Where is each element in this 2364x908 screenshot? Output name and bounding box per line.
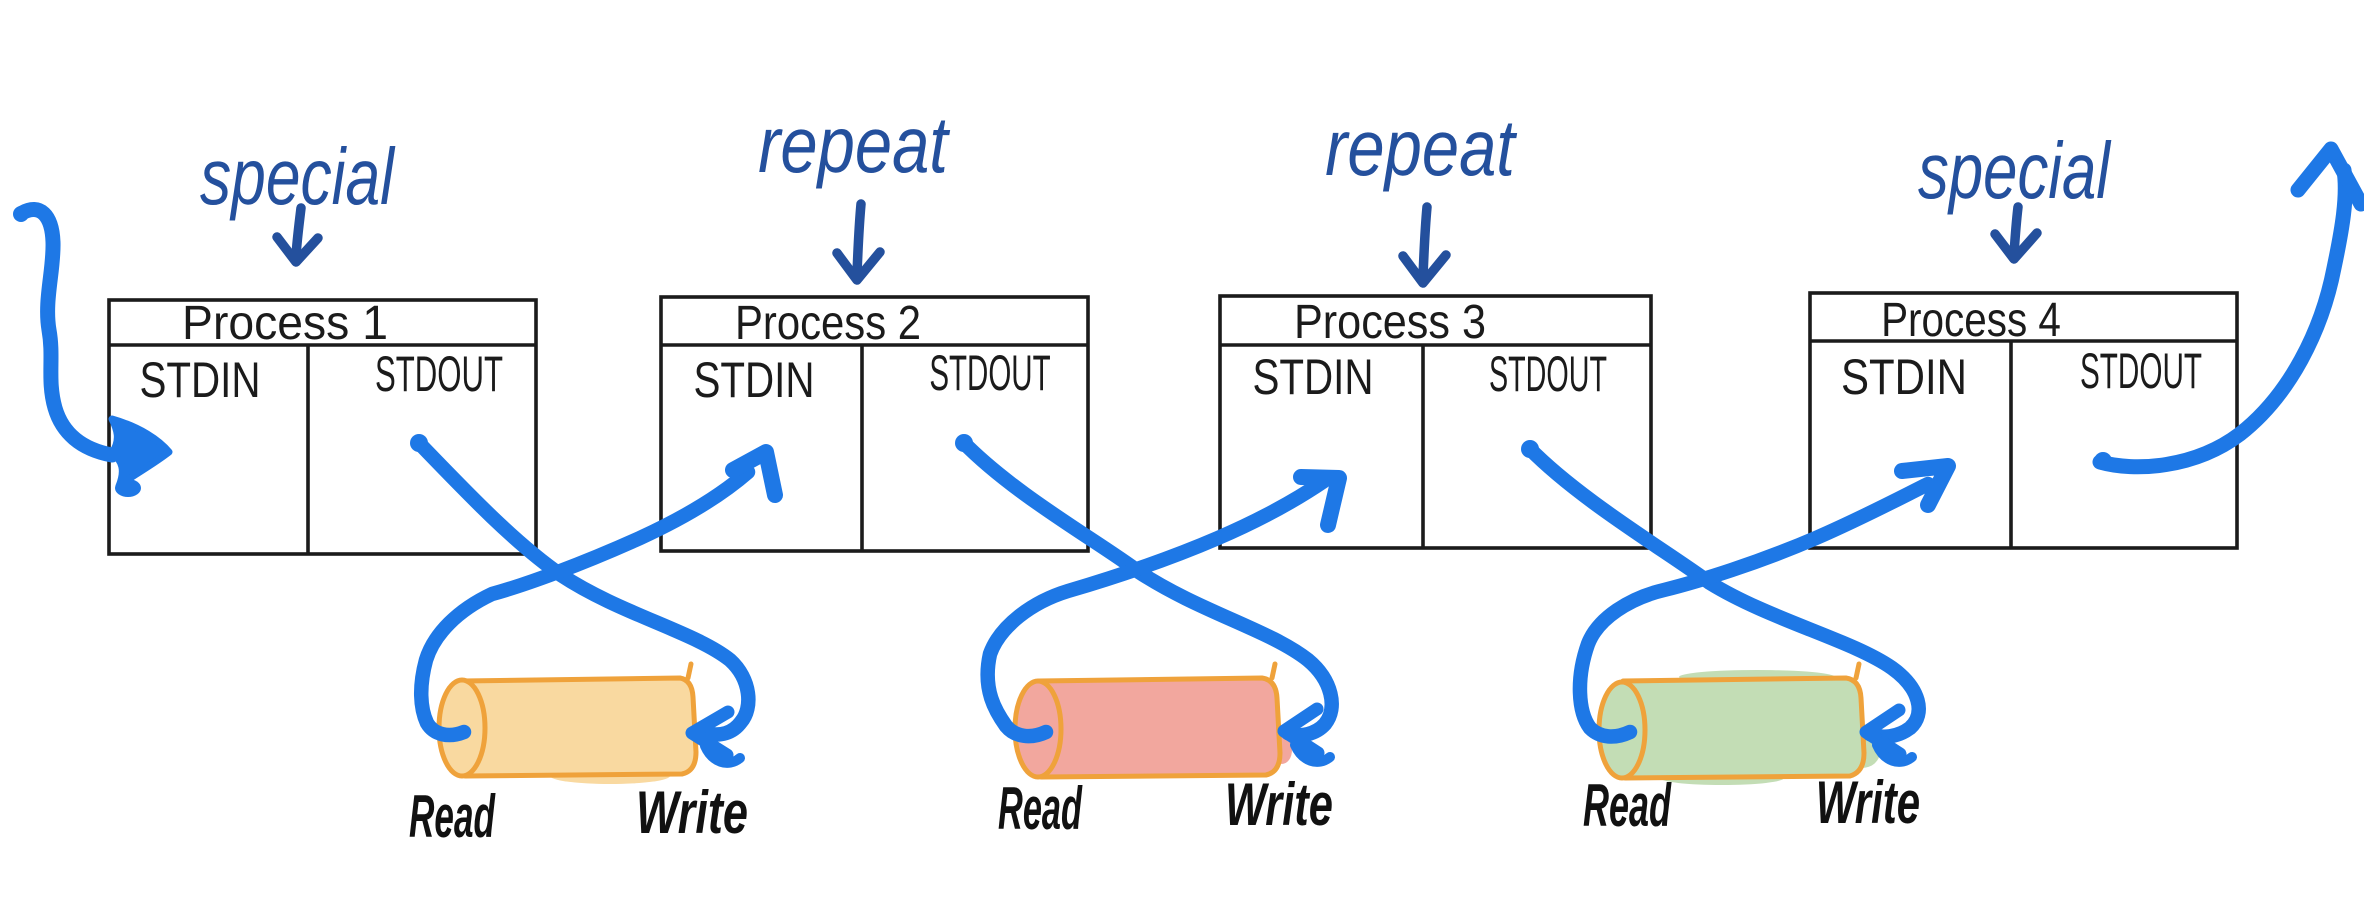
svg-text:Process 4: Process 4 bbox=[1881, 294, 2061, 347]
svg-text:special: special bbox=[1918, 126, 2112, 216]
svg-text:repeat: repeat bbox=[1325, 102, 1518, 192]
svg-text:Process 2: Process 2 bbox=[735, 295, 921, 349]
svg-text:Process 1: Process 1 bbox=[182, 295, 388, 349]
svg-text:STDOUT: STDOUT bbox=[375, 345, 503, 401]
svg-text:STDIN: STDIN bbox=[1841, 349, 1967, 405]
svg-text:Process 3: Process 3 bbox=[1294, 295, 1486, 349]
svg-text:STDOUT: STDOUT bbox=[2080, 343, 2202, 399]
svg-text:Write: Write bbox=[1816, 769, 1920, 836]
svg-text:Read: Read bbox=[1583, 773, 1672, 840]
svg-text:STDOUT: STDOUT bbox=[1489, 346, 1607, 402]
svg-text:STDIN: STDIN bbox=[693, 352, 814, 408]
svg-text:Read: Read bbox=[998, 776, 1083, 842]
svg-text:repeat: repeat bbox=[758, 99, 951, 189]
svg-text:Read: Read bbox=[409, 783, 496, 850]
svg-text:STDOUT: STDOUT bbox=[929, 345, 1050, 401]
svg-text:Write: Write bbox=[1225, 772, 1333, 838]
svg-text:STDIN: STDIN bbox=[1252, 349, 1373, 405]
svg-text:Write: Write bbox=[636, 780, 748, 847]
svg-text:STDIN: STDIN bbox=[139, 352, 260, 408]
